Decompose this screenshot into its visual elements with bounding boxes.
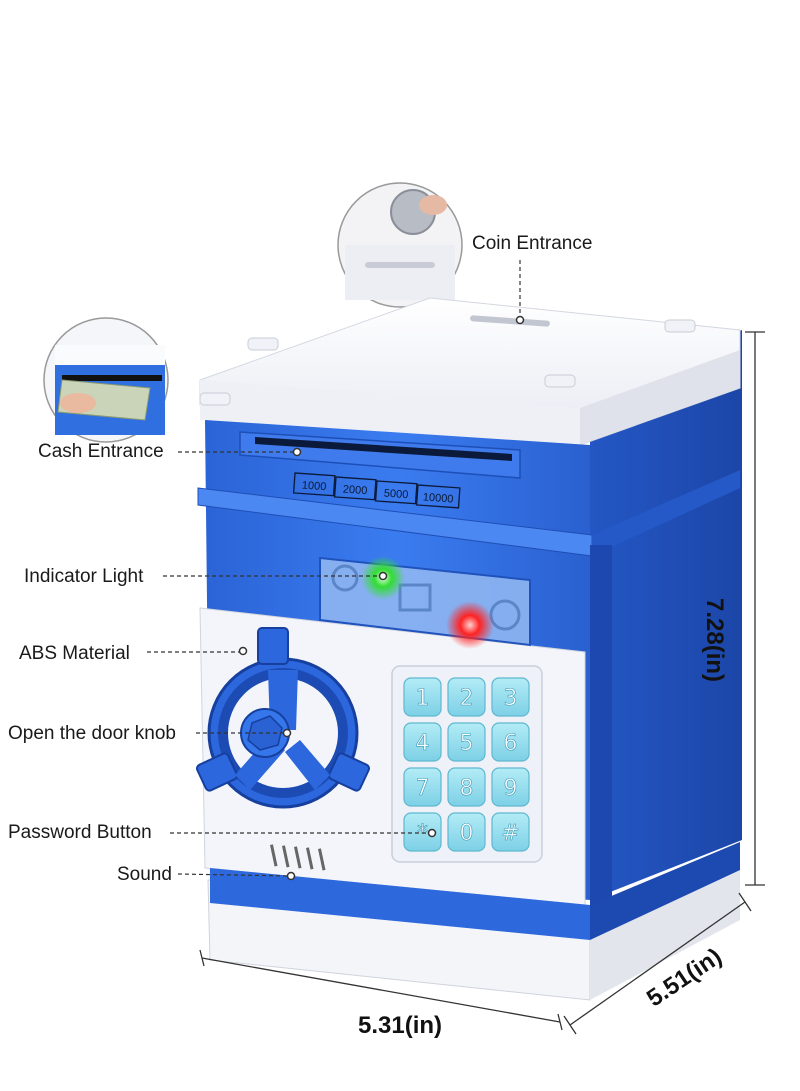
speaker-grille (269, 844, 326, 871)
height-dimension-label: 7.28(in) (701, 598, 728, 683)
denomination-label-10000: 10000 (415, 484, 461, 509)
svg-text:0: 0 (460, 821, 474, 846)
coin-entrance-inset (337, 182, 463, 308)
cash-entrance-inset (43, 317, 169, 443)
keypad-key-6[interactable]: 6 (491, 722, 530, 762)
svg-text:7: 7 (416, 776, 430, 801)
password-button-label: Password Button (8, 822, 152, 843)
dimension-lines (199, 331, 765, 1035)
svg-text:3: 3 (504, 686, 518, 711)
svg-text:5000: 5000 (383, 488, 408, 502)
callout-dots (238, 315, 525, 881)
svg-text:4: 4 (416, 731, 430, 756)
keypad-key-7[interactable]: 7 (403, 767, 442, 807)
keypad-key-1[interactable]: 1 (403, 677, 442, 717)
keypad-key-8[interactable]: 8 (447, 767, 486, 807)
svg-text:2000: 2000 (342, 484, 367, 498)
cash-entrance-label: Cash Entrance (38, 441, 164, 462)
denomination-label-5000: 5000 (374, 480, 418, 505)
keypad-key-hash[interactable]: # (491, 812, 530, 852)
svg-text:9: 9 (504, 776, 518, 801)
keypad-key-5[interactable]: 5 (447, 722, 486, 762)
coin-entrance-label: Coin Entrance (472, 233, 593, 254)
abs-material-label: ABS Material (19, 643, 130, 664)
keypad-key-3[interactable]: 3 (491, 677, 530, 717)
sound-label: Sound (117, 864, 172, 885)
width-dimension-label: 5.31(in) (358, 1012, 443, 1039)
red-indicator-light (446, 601, 494, 649)
svg-text:2: 2 (460, 686, 474, 711)
keypad-key-4[interactable]: 4 (403, 722, 442, 762)
svg-text:#: # (501, 821, 519, 846)
indicator-light-label: Indicator Light (24, 566, 144, 587)
safe-body (195, 297, 742, 1001)
denomination-label-2000: 2000 (333, 476, 377, 501)
svg-text:6: 6 (504, 731, 518, 756)
callout-leader-lines (147, 260, 521, 877)
keypad-key-0[interactable]: 0 (447, 812, 486, 852)
keypad-key-2[interactable]: 2 (447, 677, 486, 717)
svg-text:8: 8 (460, 776, 474, 801)
svg-text:1: 1 (416, 686, 430, 711)
denomination-label-1000: 1000 (292, 472, 336, 497)
svg-text:1000: 1000 (301, 480, 326, 494)
keypad-key-9[interactable]: 9 (491, 767, 530, 807)
door-knob-label: Open the door knob (8, 723, 176, 744)
svg-text:5: 5 (460, 731, 474, 756)
svg-text:10000: 10000 (422, 491, 453, 505)
